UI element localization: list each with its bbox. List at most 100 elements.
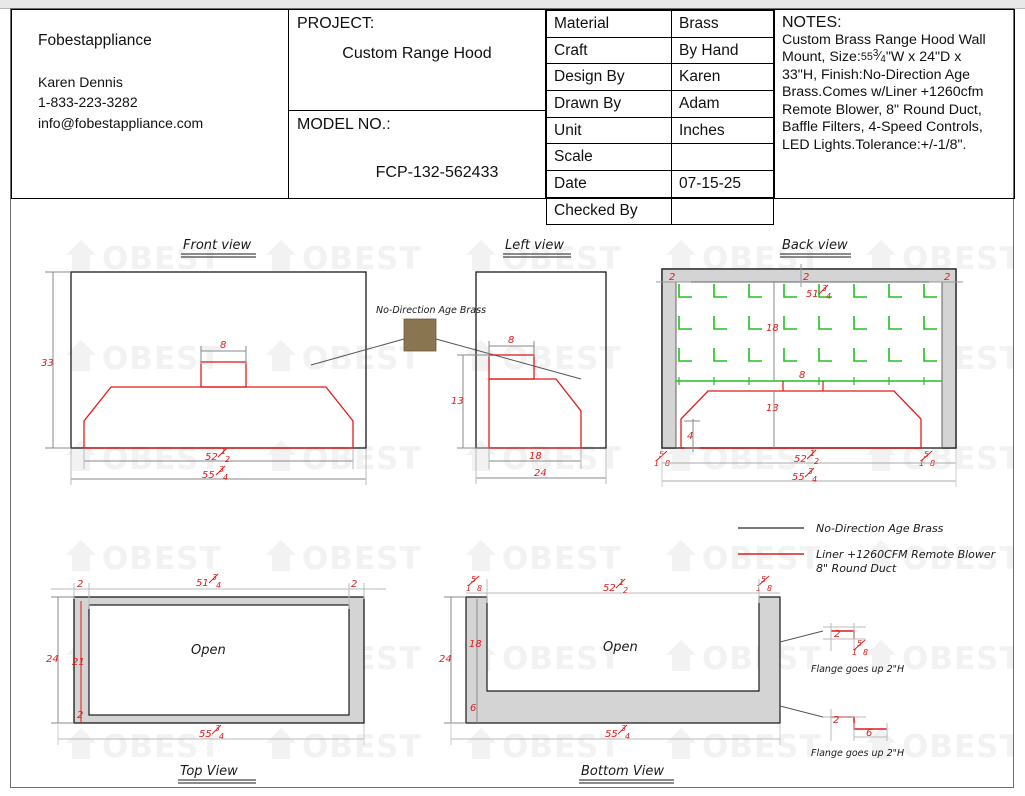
material-callout: No-Direction Age Brass bbox=[310, 305, 582, 380]
top-flange-left-dim: 2 bbox=[77, 579, 83, 590]
back-view-title: Back view bbox=[782, 238, 848, 253]
frac-den: 4 bbox=[216, 581, 221, 590]
top-depth-overall-dim: 24 bbox=[46, 654, 59, 665]
legend-label-liner-1: Liner +1260CFM Remote Blower bbox=[816, 548, 997, 561]
top-depth-inner-dim: 21 bbox=[72, 657, 85, 668]
bottom-view-title: Bottom View bbox=[581, 764, 664, 779]
model-value: FCP-132-562433 bbox=[375, 164, 499, 181]
front-duct bbox=[200, 361, 247, 388]
frac-whole: 51 bbox=[806, 289, 819, 300]
back-flange-right-dim: 2 bbox=[944, 272, 950, 283]
front-hood-profile bbox=[83, 386, 354, 449]
frac-whole: 1 bbox=[654, 459, 659, 468]
left-depth-inner-dim: 18 bbox=[529, 451, 542, 462]
left-depth-overall-dim: 24 bbox=[534, 468, 547, 479]
front-height-dim: 33 bbox=[41, 358, 54, 369]
top-open-text: Open bbox=[191, 643, 226, 658]
back-panel-height-dim: 18 bbox=[766, 323, 779, 334]
title-block-company: Fobestappliance Karen Dennis 1-833-223-3… bbox=[11, 9, 289, 199]
title-block-project-column: PROJECT: Custom Range Hood MODEL NO.: FC… bbox=[288, 9, 546, 199]
top-inner-width-dim: 51 3 4 bbox=[196, 573, 221, 590]
frac-den: 2 bbox=[623, 586, 628, 595]
frac-den: 8 bbox=[477, 584, 482, 593]
contact-email: info@fobestappliance.com bbox=[38, 114, 204, 131]
frac-num: 5 bbox=[761, 575, 766, 584]
flange-detail-top: 2 5 8 1 Flange goes up 2"H bbox=[779, 623, 904, 675]
back-hood-height-dim: 13 bbox=[766, 403, 779, 414]
back-duct-dim: 8 bbox=[799, 370, 805, 381]
front-view-title: Front view bbox=[183, 238, 252, 253]
frac-whole: 55 bbox=[199, 729, 212, 740]
frac-den: 4 bbox=[880, 54, 886, 66]
contact-phone: 1-833-223-3282 bbox=[38, 94, 138, 111]
notes-line: Remote Blower, 8" Round Duct, bbox=[782, 101, 982, 118]
material-callout-label: No-Direction Age Brass bbox=[376, 305, 486, 316]
frac-whole: 55 bbox=[860, 51, 873, 64]
bottom-band-dim: 6 bbox=[470, 703, 476, 714]
spec-key: Date bbox=[546, 170, 672, 198]
drawing-area: OBEST bbox=[11, 199, 1013, 787]
project-label: PROJECT: bbox=[297, 15, 375, 32]
flange-detail-bottom: 2 6 Flange goes up 2"H bbox=[779, 705, 904, 759]
notes-line: Baffle Filters, 4-Speed Controls, bbox=[782, 119, 983, 136]
frac-whole: 55 bbox=[792, 472, 805, 483]
legend-label-brass: No-Direction Age Brass bbox=[816, 522, 944, 535]
frac-den: 8 bbox=[863, 648, 868, 657]
back-bracket-pattern bbox=[676, 283, 942, 385]
bottom-edge-left-dim: 5 8 1 bbox=[466, 575, 482, 593]
back-hood-width-dim: 52 1 2 bbox=[794, 449, 819, 466]
top-view-title: Top View bbox=[180, 764, 238, 779]
spec-key: Drawn By bbox=[546, 90, 672, 118]
contact-name: Karen Dennis bbox=[38, 74, 123, 90]
spec-key: Scale bbox=[546, 143, 672, 172]
notes-title: NOTES: bbox=[782, 14, 842, 31]
legend: No-Direction Age Brass Liner +1260CFM Re… bbox=[738, 522, 997, 575]
bottom-edge-right-dim: 5 8 1 bbox=[756, 575, 772, 593]
back-overall-width-dim: 55 3 4 bbox=[792, 467, 817, 484]
front-hood-width-dim: 52 1 2 bbox=[205, 447, 230, 464]
left-hood-height-dim: 13 bbox=[451, 396, 464, 407]
spec-value bbox=[671, 196, 774, 225]
top-inner-open bbox=[88, 604, 350, 716]
frac-num: 5 bbox=[471, 575, 476, 584]
frac-whole: 51 bbox=[196, 578, 209, 589]
front-overall-width-dim: 55 3 4 bbox=[202, 465, 228, 482]
flange-top-width-dim: 5 8 1 bbox=[852, 639, 868, 657]
spec-value: By Hand bbox=[671, 36, 774, 65]
frac-den: 4 bbox=[625, 732, 630, 741]
flange-bottom-width-dim: 6 bbox=[866, 728, 872, 739]
frac-num: 5 bbox=[924, 450, 929, 459]
notes-body: Custom Brass Range Hood Wall Mount, Size… bbox=[782, 32, 1009, 154]
flange-top-caption: Flange goes up 2"H bbox=[811, 664, 904, 675]
brass-swatch bbox=[403, 318, 437, 352]
spec-value: Inches bbox=[671, 116, 774, 145]
notes-line: LED Lights.Tolerance:+/-1/8". bbox=[782, 136, 967, 153]
spec-key: Craft bbox=[546, 36, 672, 65]
company-name: Fobestappliance bbox=[38, 32, 152, 49]
spec-key: Unit bbox=[546, 116, 672, 145]
legend-label-liner-2: 8" Round Duct bbox=[816, 562, 897, 575]
back-top-flange bbox=[662, 269, 956, 282]
flange-bottom-caption: Flange goes up 2"H bbox=[811, 748, 904, 759]
drawing-sheet: Fobestappliance Karen Dennis 1-833-223-3… bbox=[10, 8, 1015, 788]
top-view: Top View Open 2 2 51 3 bbox=[46, 573, 386, 784]
notes-line: 33"H, Finish:No-Direction Age bbox=[782, 66, 970, 83]
bottom-overall-width-dim: 55 3 4 bbox=[605, 724, 630, 741]
frac-whole: 1 bbox=[466, 584, 471, 593]
flange-top-height-dim: 2 bbox=[834, 629, 840, 640]
frac-den: 4 bbox=[812, 475, 817, 484]
bottom-open-text: Open bbox=[603, 640, 638, 655]
back-view: Back view bbox=[654, 238, 963, 487]
frac-num: 5 bbox=[857, 639, 862, 648]
title-block-notes: NOTES: Custom Brass Range Hood Wall Moun… bbox=[774, 9, 1015, 199]
frac-den: 4 bbox=[223, 473, 228, 482]
model-label: MODEL NO.: bbox=[297, 116, 391, 133]
front-view: Front view 33 bbox=[41, 238, 367, 485]
flange-bottom-profile bbox=[831, 716, 887, 730]
